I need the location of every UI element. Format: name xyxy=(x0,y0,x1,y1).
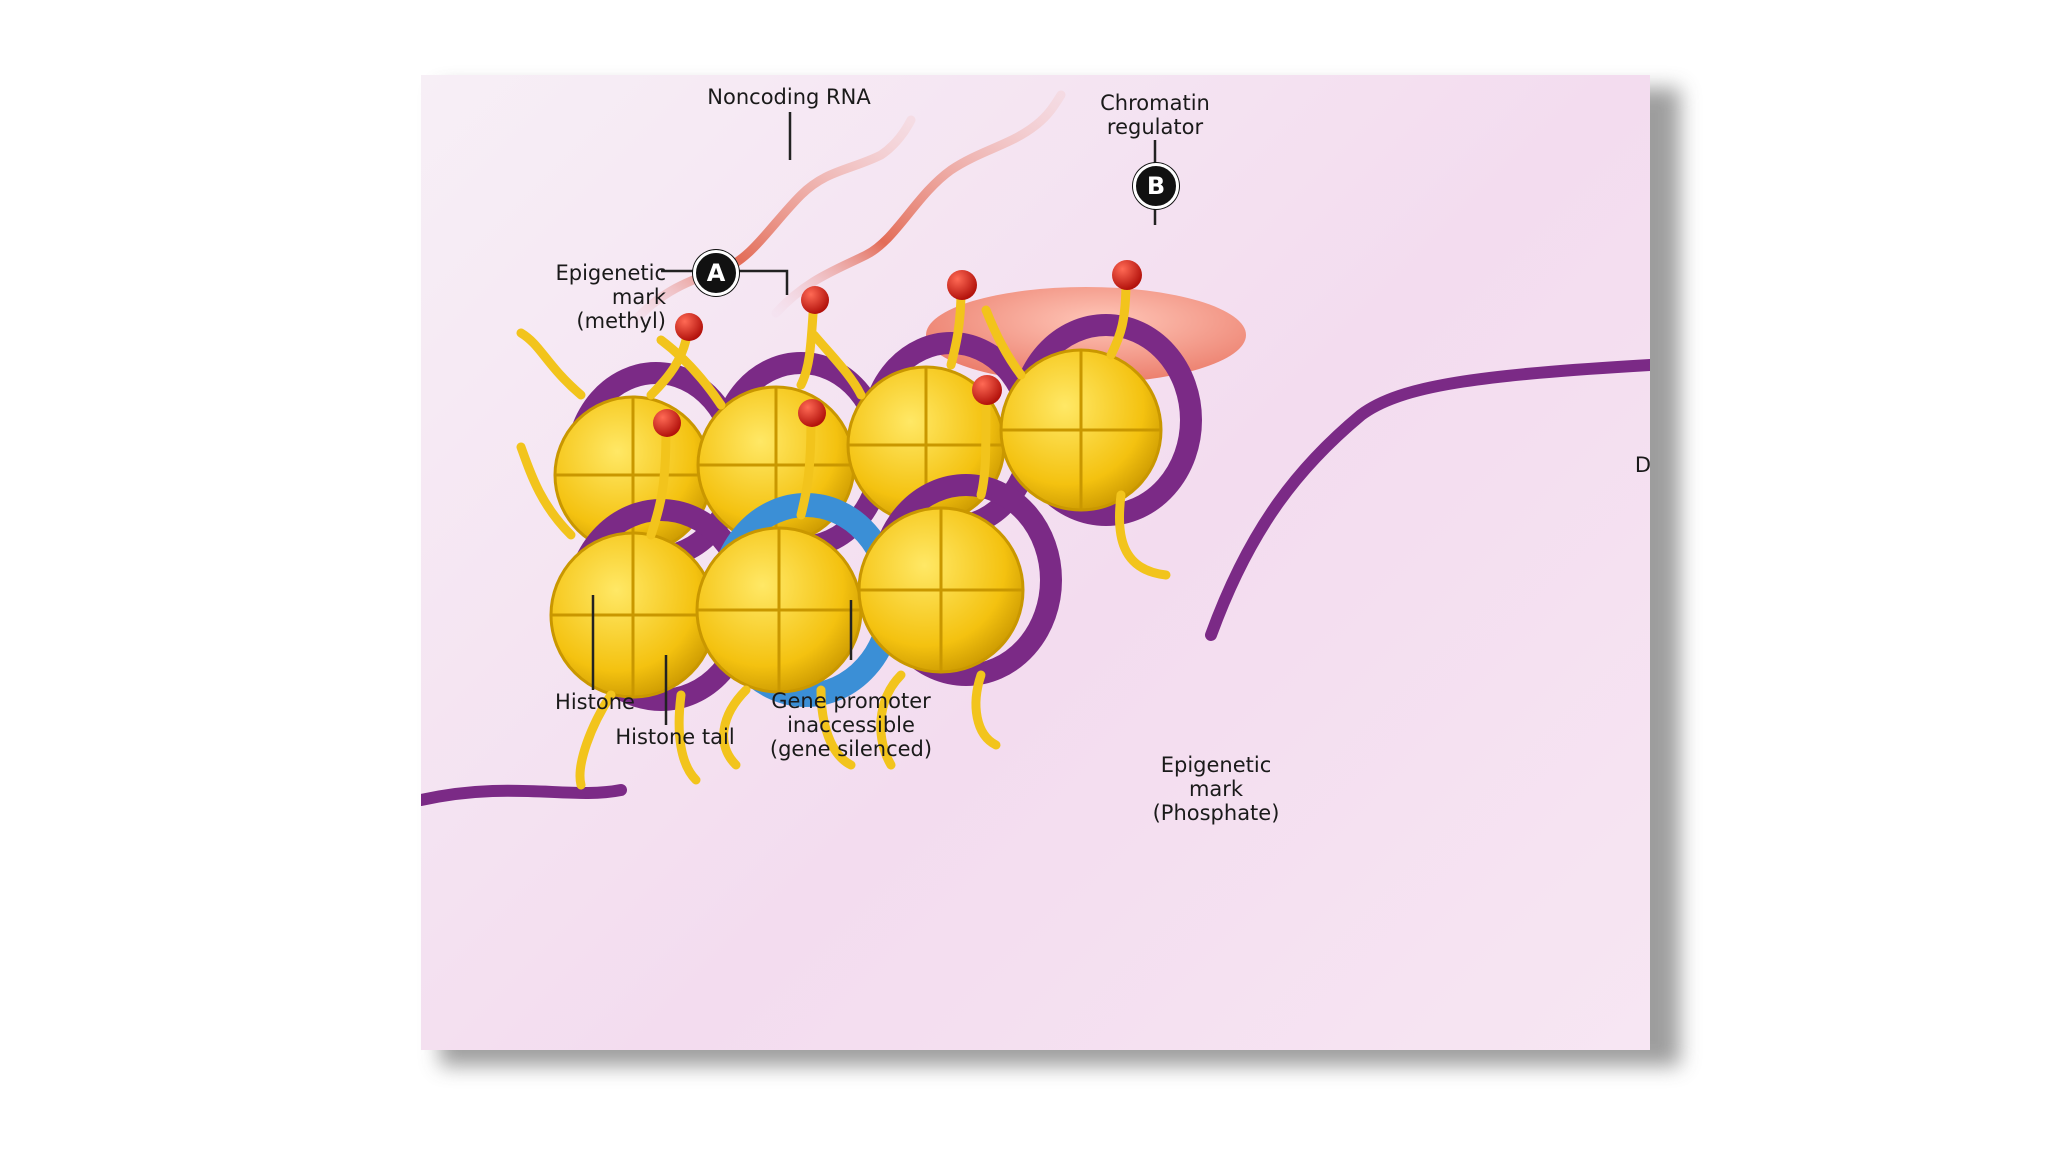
methyl-marks xyxy=(653,260,1142,437)
noncoding-rna-strand xyxy=(771,90,1066,318)
label-gene-promoter: Gene promoter inaccessible (gene silence… xyxy=(769,689,933,761)
methyl-mark xyxy=(1112,260,1142,290)
label-histone-tail: Histone tail xyxy=(615,725,735,749)
label-histone: Histone xyxy=(555,690,635,714)
histone-tail-with-mark xyxy=(646,335,691,400)
methyl-mark xyxy=(798,399,826,427)
nucleosome xyxy=(857,474,1062,686)
label-edge-letter: D xyxy=(1634,453,1650,477)
chromatin-diagram: Noncoding RNA Chromatin regulator Epigen… xyxy=(421,75,1650,1050)
methyl-mark xyxy=(972,375,1002,405)
label-epigenetic-mark-methyl: Epigenetic mark (methyl) xyxy=(555,261,666,333)
methyl-mark xyxy=(947,270,977,300)
nucleosome xyxy=(999,314,1202,526)
dna-strand-right xyxy=(1205,359,1650,641)
methyl-mark xyxy=(675,313,703,341)
methyl-mark xyxy=(801,286,829,314)
badge-b: B xyxy=(1133,163,1179,209)
histone-tails xyxy=(516,275,1171,790)
methyl-mark xyxy=(653,409,681,437)
label-chromatin-regulator: Chromatin regulator xyxy=(1100,91,1210,139)
badge-a: A xyxy=(693,250,739,296)
diagram-artwork xyxy=(421,90,1650,806)
label-noncoding-rna: Noncoding RNA xyxy=(707,85,871,109)
noncoding-rna-strand xyxy=(626,115,916,330)
dna-strand xyxy=(421,784,627,806)
label-epigenetic-mark-phosphate: Epigenetic mark (Phosphate) xyxy=(1152,753,1280,825)
